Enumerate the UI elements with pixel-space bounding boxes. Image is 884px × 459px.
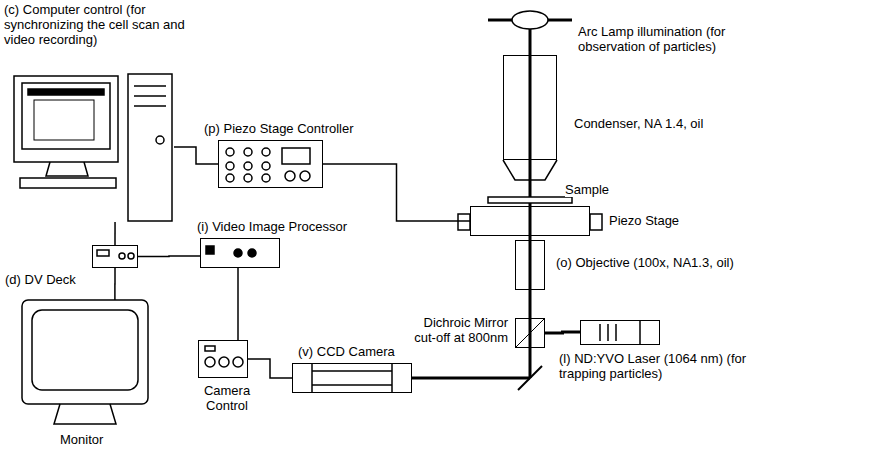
lamp-box: Arc Lamp illumination (for observation o… xyxy=(510,10,550,30)
cable xyxy=(114,222,116,245)
camera-control-knobs xyxy=(205,346,243,367)
tv-monitor xyxy=(22,300,148,404)
lamp-electrode xyxy=(488,19,512,22)
screen-window xyxy=(34,100,94,140)
controller-box: (p) Piezo Stage Controller xyxy=(218,140,323,188)
device-label: Arc Lamp illumination (for observation o… xyxy=(578,24,788,54)
laser-fins xyxy=(600,320,640,345)
controller-knobs xyxy=(226,148,310,182)
part-label: Sample xyxy=(565,182,609,197)
device-label: (v) CCD Camera xyxy=(298,344,448,359)
processor-controls xyxy=(206,246,256,257)
device-label: Monitor xyxy=(60,432,140,447)
camera-control-box: Camera Control xyxy=(198,340,248,378)
ccd-detail xyxy=(312,363,392,393)
condenser-tip xyxy=(503,160,557,180)
processor-box: (i) Video Image Processor xyxy=(200,238,280,268)
light-path xyxy=(412,377,530,380)
device-label: Piezo Stage xyxy=(609,213,709,228)
lamp-electrode xyxy=(548,19,572,22)
drive-slot xyxy=(134,95,166,97)
tv-base xyxy=(54,404,116,424)
camera-box: (v) CCD Camera xyxy=(292,363,412,393)
screen-bar xyxy=(28,89,104,95)
dichroic-plate xyxy=(515,318,545,348)
computer-tower xyxy=(128,74,172,221)
deck-box: (d) DV Deck xyxy=(92,245,138,268)
device-label: (p) Piezo Stage Controller xyxy=(204,121,389,136)
drive-slot xyxy=(134,85,166,87)
laser-box: (l) ND:YVO Laser (1064 nm) (for trapping… xyxy=(580,320,660,345)
device-label: Dichroic Mirror cut-off at 800nm xyxy=(402,315,508,345)
computer-box: (c) Computer control (for synchronizing … xyxy=(12,72,174,222)
apparatus-art xyxy=(14,11,640,424)
monitor-stand xyxy=(46,162,88,176)
device-label: Condenser, NA 1.4, oil xyxy=(574,116,774,131)
device-label: (l) ND:YVO Laser (1064 nm) (for trapping… xyxy=(559,351,759,381)
stage-box: Piezo Stage xyxy=(470,206,590,236)
dichroic-box: Dichroic Mirror cut-off at 800nm xyxy=(515,318,545,348)
deck-controls xyxy=(97,250,134,259)
condenser-box: Condenser, NA 1.4, oil xyxy=(503,55,557,160)
mirror xyxy=(518,366,542,390)
drive-slot xyxy=(134,105,166,107)
power-button xyxy=(156,136,164,144)
sample-slide xyxy=(488,197,572,203)
stage-clamp xyxy=(458,214,470,230)
cable xyxy=(138,255,200,257)
cable xyxy=(174,147,218,164)
keyboard xyxy=(20,178,116,188)
cable xyxy=(114,268,116,300)
device-label: (d) DV Deck xyxy=(5,272,95,287)
cable xyxy=(545,332,580,333)
tv-screen xyxy=(32,310,138,390)
cable xyxy=(237,268,239,340)
cable xyxy=(248,359,292,378)
computer-screen xyxy=(22,83,110,149)
device-label: (o) Objective (100x, NA1.3, oil) xyxy=(556,255,786,270)
objective-box: (o) Objective (100x, NA1.3, oil) xyxy=(515,240,545,290)
cable xyxy=(323,164,470,221)
arc-lamp xyxy=(512,11,548,29)
device-label: (i) Video Image Processor xyxy=(197,219,382,234)
stage-clamp xyxy=(590,214,602,230)
monitor-box: Monitor xyxy=(20,300,150,428)
device-label: (c) Computer control (for synchronizing … xyxy=(4,2,214,47)
computer-monitor xyxy=(14,76,118,162)
device-label: Camera Control xyxy=(187,383,267,413)
